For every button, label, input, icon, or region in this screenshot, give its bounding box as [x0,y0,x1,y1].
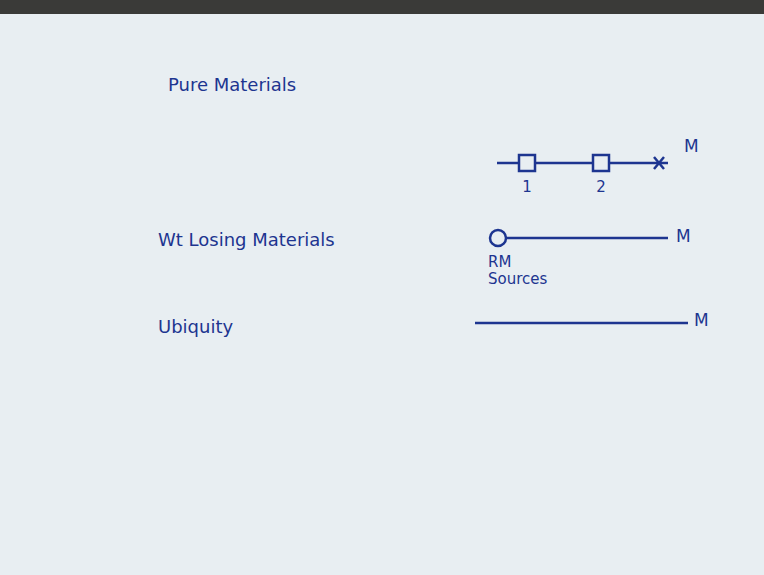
square-symbol [591,153,611,173]
node-label: RM Sources [488,254,558,289]
material-line [497,162,519,165]
location-node: 1 [517,153,537,196]
square-symbol [517,153,537,173]
material-line [506,237,668,240]
node-label: 1 [522,179,532,196]
cross-mark [654,157,664,169]
market-label: M [676,226,691,246]
market-label: M [684,136,699,156]
circle-symbol [488,228,508,248]
node-label: 2 [596,179,606,196]
category-label: Pure Materials [168,74,296,95]
source-node: RM Sources [488,228,558,289]
connector-line [535,163,593,164]
material-line [475,322,688,325]
location-node: 2 [591,153,611,196]
category-label: Ubiquity [158,316,233,337]
category-label: Wt Losing Materials [158,229,335,250]
board-top-edge [0,0,764,14]
market-label: M [694,310,709,330]
